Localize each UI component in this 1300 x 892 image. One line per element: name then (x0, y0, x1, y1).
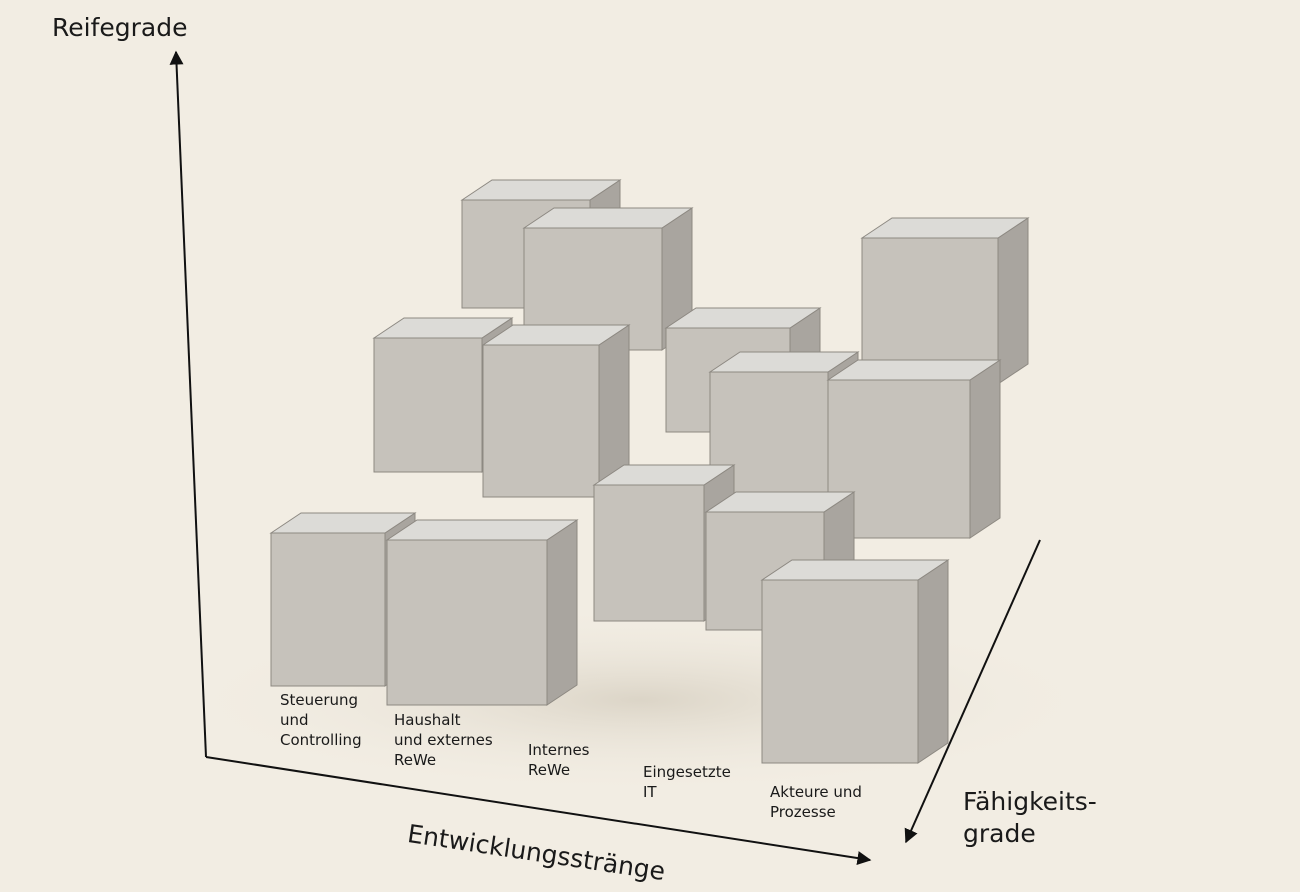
cube (860, 217, 1030, 385)
strand-label-steuerung: Steuerung und Controlling (280, 691, 362, 749)
cube-side-face (546, 519, 578, 706)
horizontal-axis-arrow (205, 756, 872, 865)
cube-side-face (917, 559, 949, 764)
cube-top-face (760, 559, 950, 581)
cube-top-face (826, 359, 1002, 381)
cube-top-face (385, 519, 579, 541)
strand-label-akteure: Akteure und Prozesse (770, 783, 862, 821)
strand-label-it: Eingesetzte IT (643, 763, 731, 801)
cube-front-face (386, 539, 548, 706)
cube-front-face (270, 532, 386, 687)
cube-side-face (969, 359, 1001, 539)
depth-axis-arrow (904, 539, 1041, 844)
cube (385, 519, 579, 706)
strand-label-haushalt: Haushalt und externes ReWe (394, 711, 493, 769)
cube (481, 324, 631, 498)
depth-axis-title: Fähigkeits- grade (963, 787, 1097, 848)
cube (826, 359, 1002, 539)
cube-front-face (593, 484, 705, 622)
vertical-axis-arrow (169, 50, 207, 758)
cube-front-face (482, 344, 600, 498)
vertical-axis-title: Reifegrade (52, 13, 188, 42)
cube-top-face (860, 217, 1030, 239)
cube (760, 559, 950, 764)
cube-side-face (997, 217, 1029, 385)
strand-label-internes: Internes ReWe (528, 741, 590, 779)
cube-blocks (269, 179, 1030, 764)
cube-front-face (373, 337, 483, 473)
cube-front-face (761, 579, 919, 764)
cube-top-face (522, 207, 694, 229)
